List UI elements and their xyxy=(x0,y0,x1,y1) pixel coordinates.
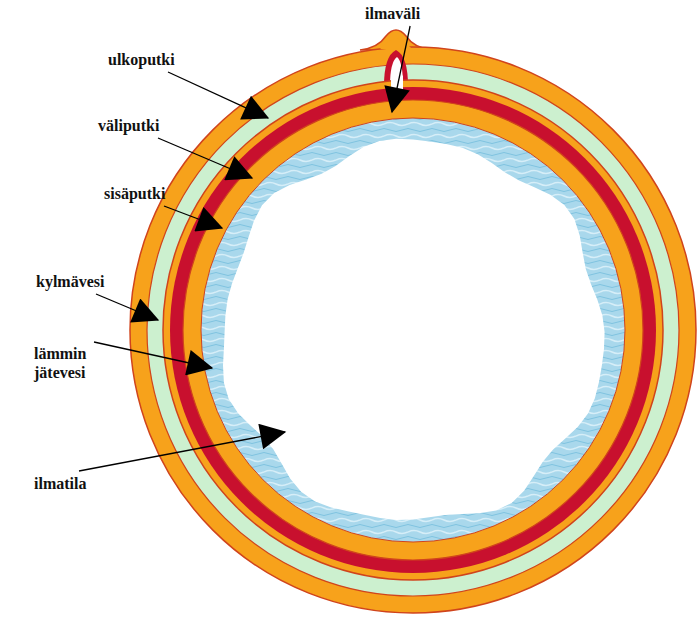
part-label: ilmaväli xyxy=(365,4,420,23)
inner-tube xyxy=(183,100,643,560)
leader-arrow xyxy=(168,72,268,118)
part-label: lämmin jätevesi xyxy=(34,344,104,382)
leader-arrow xyxy=(96,294,158,320)
part-label: sisäputki xyxy=(104,184,165,203)
air-space xyxy=(223,139,605,520)
leader-lines xyxy=(79,26,410,471)
leader-arrow xyxy=(392,26,410,112)
warm-waste-water xyxy=(201,118,625,542)
leader-arrow xyxy=(164,206,222,228)
cold-water-layer xyxy=(147,64,679,596)
middle-tube xyxy=(170,87,656,573)
part-label: väliputki xyxy=(98,116,159,135)
leader-arrow xyxy=(158,138,252,178)
part-label: kylmävesi xyxy=(36,272,104,291)
part-label: ulkoputki xyxy=(108,50,175,69)
middle-tube-outer xyxy=(163,80,663,580)
leader-arrow xyxy=(79,432,285,471)
part-label: ilmatila xyxy=(34,474,86,493)
leader-arrow xyxy=(94,342,212,368)
outer-tube xyxy=(130,47,696,613)
